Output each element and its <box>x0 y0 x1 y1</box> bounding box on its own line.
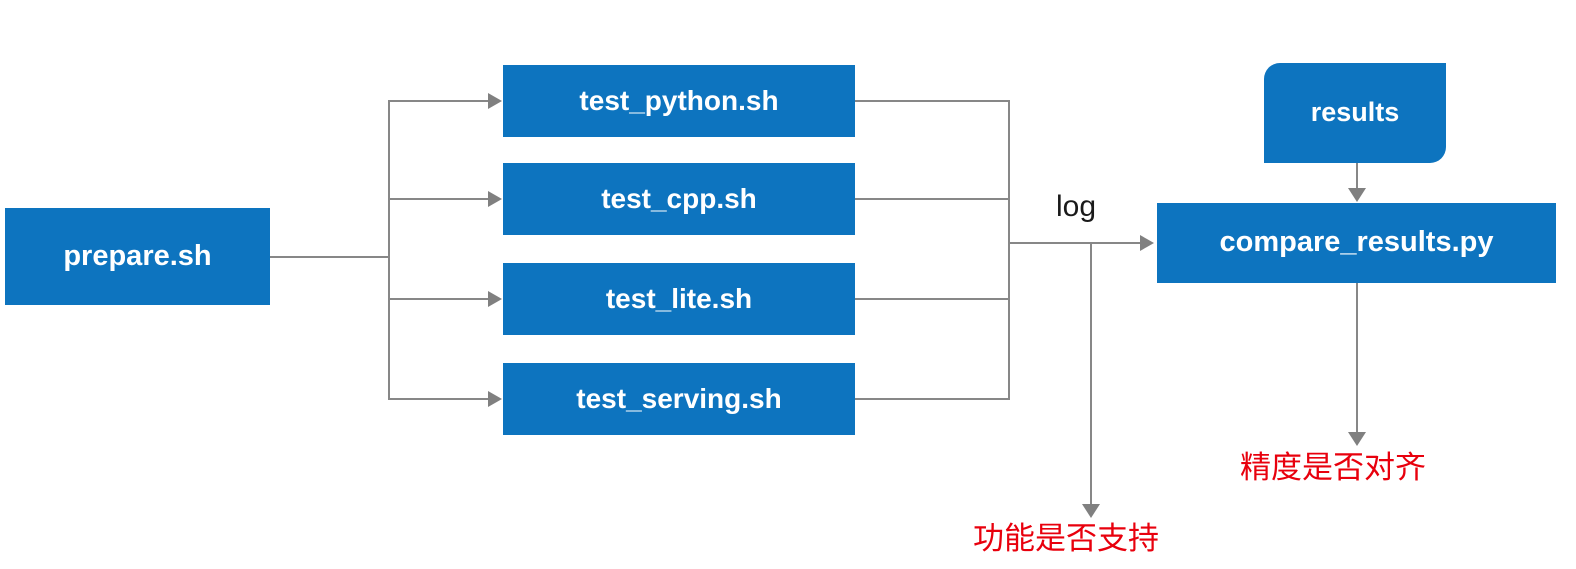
note-precision-aligned: 精度是否对齐 <box>1240 450 1426 486</box>
arrow-right-icon-test-3 <box>488 291 502 307</box>
node-test-serving-sh[interactable]: test_serving.sh <box>503 363 855 435</box>
node-compare-results-py[interactable]: compare_results.py <box>1157 203 1556 283</box>
arrow-down-icon-compare <box>1348 188 1366 202</box>
node-test-python-sh[interactable]: test_python.sh <box>503 65 855 137</box>
arrow-right-icon-test-2 <box>488 191 502 207</box>
edge-test-3-to-merge <box>855 298 1010 300</box>
fanout-spine <box>388 100 390 400</box>
arrow-down-icon-feature-note <box>1082 504 1100 518</box>
arrow-right-icon-compare <box>1140 235 1154 251</box>
edge-fanout-to-test-3 <box>388 298 490 300</box>
edge-test-4-to-merge <box>855 398 1010 400</box>
merge-spine <box>1008 100 1010 400</box>
edge-merge-to-compare <box>1008 242 1143 244</box>
edge-fanout-to-test-4 <box>388 398 490 400</box>
node-results[interactable]: results <box>1264 63 1446 163</box>
edge-test-2-to-merge <box>855 198 1010 200</box>
node-prepare-sh[interactable]: prepare.sh <box>5 208 270 305</box>
edge-label-log: log <box>1056 190 1097 223</box>
node-test-cpp-sh[interactable]: test_cpp.sh <box>503 163 855 235</box>
arrow-down-icon-precision-note <box>1348 432 1366 446</box>
edge-prepare-to-fanout <box>270 256 390 258</box>
arrow-right-icon-test-1 <box>488 93 502 109</box>
edge-fanout-to-test-1 <box>388 100 490 102</box>
note-feature-support: 功能是否支持 <box>973 521 1159 557</box>
edge-compare-to-precision-note <box>1356 283 1358 435</box>
edge-test-1-to-merge <box>855 100 1010 102</box>
node-test-lite-sh[interactable]: test_lite.sh <box>503 263 855 335</box>
edge-fanout-to-test-2 <box>388 198 490 200</box>
edge-log-to-feature-note <box>1090 243 1092 507</box>
arrow-right-icon-test-4 <box>488 391 502 407</box>
edge-results-to-compare <box>1356 163 1358 191</box>
